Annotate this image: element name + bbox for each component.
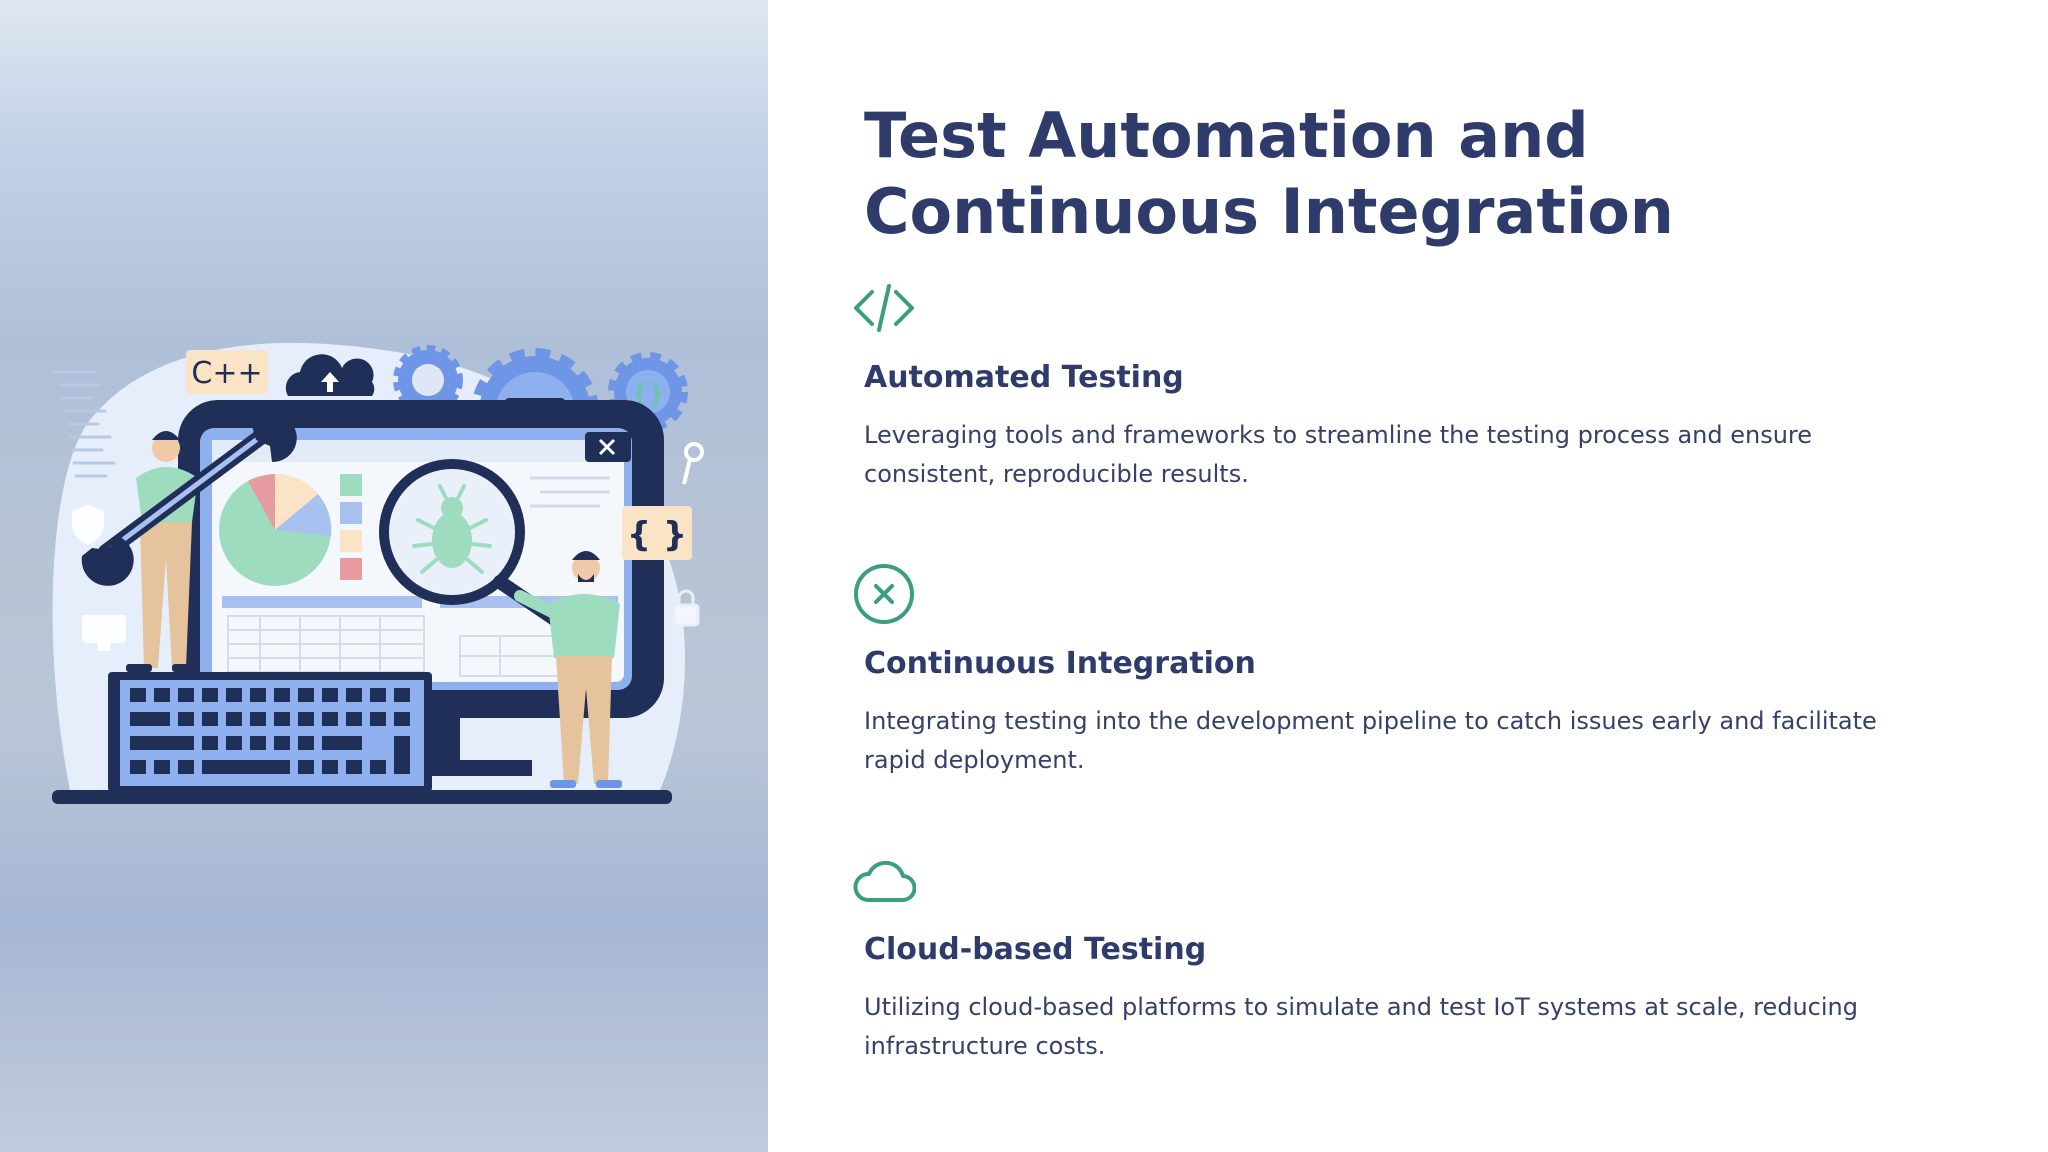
code-brackets-icon bbox=[854, 284, 914, 332]
desk-base bbox=[52, 790, 672, 804]
braces-label-box bbox=[622, 506, 692, 560]
feature-description: Leveraging tools and frameworks to strea… bbox=[864, 421, 1813, 488]
content-panel: Test Automation and Continuous Integrati… bbox=[768, 0, 2048, 1152]
cpp-label: C++ bbox=[191, 356, 262, 391]
table-graphic bbox=[227, 615, 425, 673]
key-icon bbox=[682, 442, 704, 485]
code-lines-decoration bbox=[53, 370, 116, 478]
feature-title: Cloud-based Testing bbox=[864, 932, 1207, 967]
slide-title: Test Automation and Continuous Integrati… bbox=[864, 99, 1674, 248]
cloud-upload-icon bbox=[285, 354, 375, 396]
feature-title: Automated Testing bbox=[864, 360, 1184, 395]
padlock-icon bbox=[672, 589, 700, 627]
illustration-panel: C++ </> {} bbox=[0, 0, 768, 1152]
shield-icon bbox=[72, 505, 104, 545]
test-automation-illustration: C++ </> {} bbox=[52, 342, 704, 804]
feature-description: Integrating testing into the development… bbox=[864, 707, 1877, 774]
braces-label: { } bbox=[627, 515, 687, 555]
small-monitor-icon bbox=[82, 615, 126, 643]
cloud-icon bbox=[853, 860, 916, 902]
circle-x-icon bbox=[854, 564, 914, 624]
person-with-wrench bbox=[81, 414, 297, 672]
keyboard-graphic bbox=[108, 672, 432, 792]
pie-chart-graphic bbox=[219, 473, 332, 586]
person-with-magnifier bbox=[514, 551, 622, 788]
cpp-label-box bbox=[186, 350, 268, 394]
feature-description: Utilizing cloud-based platforms to simul… bbox=[864, 993, 1858, 1060]
feature-title: Continuous Integration bbox=[864, 646, 1256, 681]
